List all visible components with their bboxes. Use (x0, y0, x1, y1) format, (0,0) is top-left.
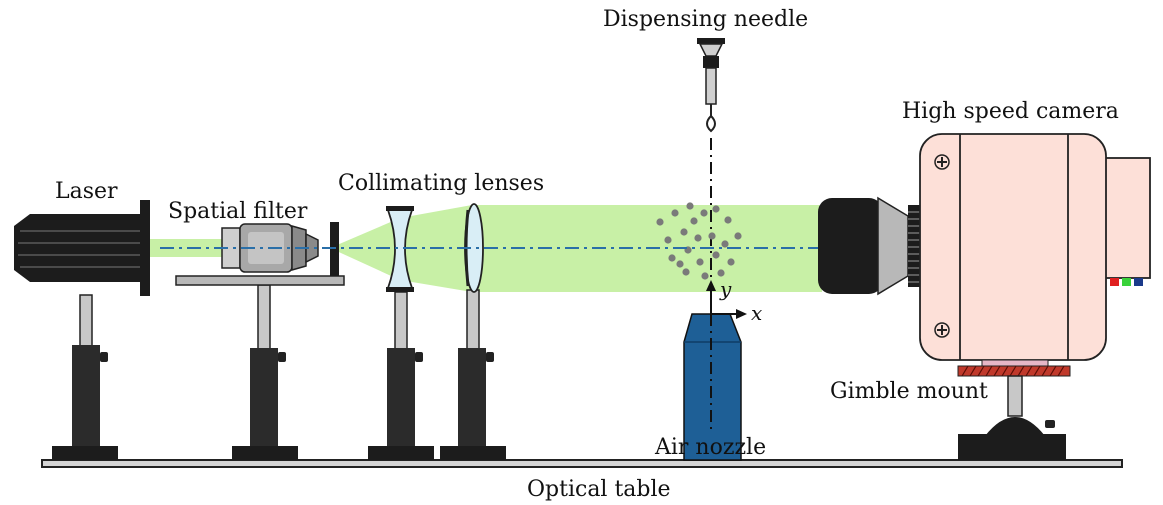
axis-label-y: y (719, 277, 732, 301)
label-optical-table: Optical table (527, 477, 671, 502)
label-air-nozzle: Air nozzle (654, 435, 766, 460)
camera-icon (919, 133, 1151, 361)
label-dispensing-needle: Dispensing needle (603, 7, 808, 32)
coordinate-axes (706, 280, 747, 319)
axis-label-x: x (751, 301, 762, 325)
label-high-speed-camera: High speed camera (902, 99, 1119, 124)
nozzle-icon (683, 313, 742, 461)
droplet-cloud (656, 202, 742, 280)
label-collimating-lenses: Collimating lenses (338, 171, 544, 196)
optical-table (41, 459, 1123, 468)
label-spatial-filter: Spatial filter (168, 199, 308, 224)
camera-lens (818, 196, 922, 296)
laser-icon (14, 200, 150, 460)
objective-icon (175, 222, 345, 460)
lens-icon (368, 206, 434, 460)
label-gimble-mount: Gimble mount (830, 379, 988, 404)
expanding-beam (330, 218, 400, 280)
gimble-mount (957, 359, 1071, 460)
needle-icon (697, 38, 725, 133)
label-laser: Laser (55, 179, 118, 204)
